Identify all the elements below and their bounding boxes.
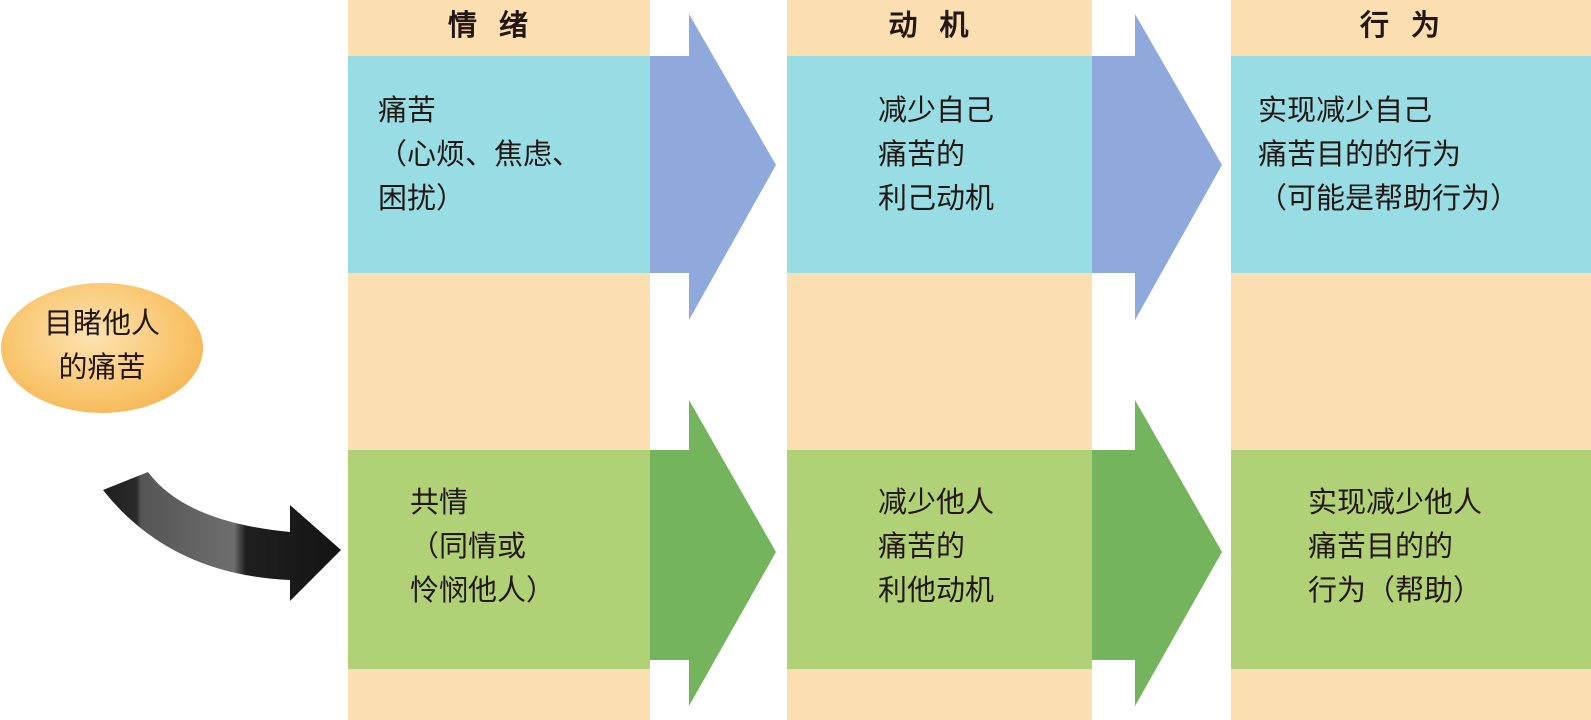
band-line: 行为（帮助） — [1308, 573, 1483, 607]
column-emotion: 情绪 痛苦 （心烦、焦虑、 困扰） 共情 （同情或 怜悯他人） — [348, 0, 650, 720]
band-egoistic-motive-text: 减少自己 痛苦的 利己动机 — [878, 88, 994, 220]
band-helping-behavior-text: 实现减少他人 痛苦目的的 行为（帮助） — [1308, 480, 1482, 612]
band-line: 痛苦的 — [878, 529, 966, 563]
band-altruistic-motive-text: 减少他人 痛苦的 利他动机 — [878, 480, 994, 612]
band-line: 减少自己 — [878, 93, 995, 127]
arrow-upper-emotion-to-motivation — [650, 14, 776, 320]
band-line: 痛苦目的的行为 — [1258, 137, 1462, 171]
band-distress-text: 痛苦 （心烦、焦虑、 困扰） — [378, 88, 581, 220]
band-empathy: 共情 （同情或 怜悯他人） — [348, 450, 650, 669]
column-header-behavior: 行为 — [1359, 8, 1462, 42]
band-line: （同情或 — [410, 529, 527, 563]
band-line: 痛苦的 — [878, 137, 966, 171]
column-behavior: 行为 实现减少自己 痛苦目的的行为 （可能是帮助行为） 实现减少他人 痛苦目的的… — [1231, 0, 1591, 720]
band-line: 痛苦目的的 — [1308, 529, 1454, 563]
band-self-relief-behavior: 实现减少自己 痛苦目的的行为 （可能是帮助行为） — [1231, 56, 1591, 273]
band-line: 减少他人 — [878, 485, 995, 519]
band-line: （可能是帮助行为） — [1258, 181, 1520, 215]
band-line: 痛苦 — [378, 93, 437, 127]
arrow-lower-emotion-to-motivation — [650, 400, 776, 706]
column-motivation: 动机 减少自己 痛苦的 利己动机 减少他人 痛苦的 利他动机 — [787, 0, 1092, 720]
arrow-lower-motivation-to-behavior — [1092, 400, 1222, 706]
source-node: 目睹他人 的痛苦 — [1, 283, 203, 413]
source-text: 目睹他人 的痛苦 — [1, 301, 203, 389]
band-line: 实现减少自己 — [1258, 93, 1433, 127]
source-line-1: 目睹他人 — [43, 306, 160, 340]
band-line: 利他动机 — [878, 573, 995, 607]
band-egoistic-motive: 减少自己 痛苦的 利己动机 — [787, 56, 1092, 273]
band-line: 共情 — [410, 485, 469, 519]
band-distress: 痛苦 （心烦、焦虑、 困扰） — [348, 56, 650, 273]
band-line: 怜悯他人） — [410, 573, 556, 607]
band-line: 利己动机 — [878, 181, 995, 215]
source-line-2: 的痛苦 — [58, 350, 146, 384]
band-empathy-text: 共情 （同情或 怜悯他人） — [410, 480, 555, 612]
band-self-relief-behavior-text: 实现减少自己 痛苦目的的行为 （可能是帮助行为） — [1258, 88, 1519, 220]
curved-arrow-shape — [103, 472, 341, 601]
band-line: 实现减少他人 — [1308, 485, 1483, 519]
column-header-emotion: 情绪 — [447, 8, 550, 42]
arrow-upper-motivation-to-behavior — [1092, 14, 1222, 320]
column-header-motivation: 动机 — [888, 8, 991, 42]
band-line: 困扰） — [378, 181, 466, 215]
band-helping-behavior: 实现减少他人 痛苦目的的 行为（帮助） — [1231, 450, 1591, 669]
band-altruistic-motive: 减少他人 痛苦的 利他动机 — [787, 450, 1092, 669]
band-line: （心烦、焦虑、 — [378, 137, 582, 171]
curved-arrow — [103, 472, 341, 601]
